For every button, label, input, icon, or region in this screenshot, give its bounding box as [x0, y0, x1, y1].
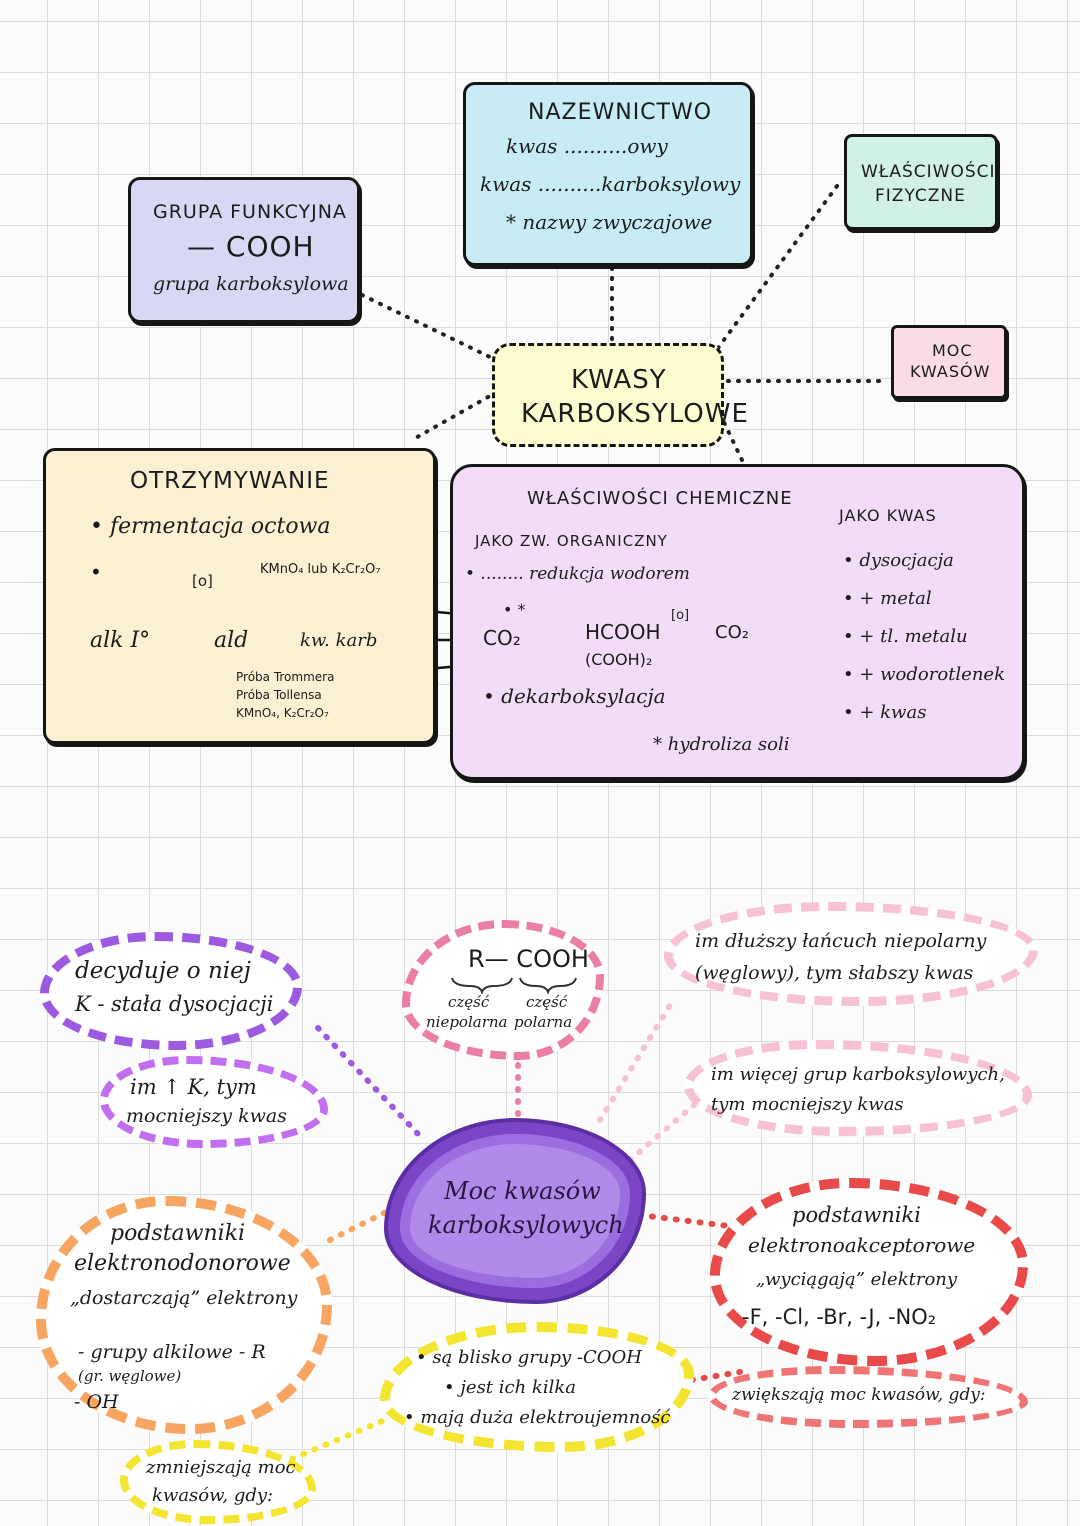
center-line2: KARBOKSYLOWE [521, 399, 749, 429]
donorowe-line2: elektronodonorowe [74, 1251, 291, 1276]
chemiczne-acid-header: JAKO KWAS [839, 506, 937, 525]
wlasciwosci-fizyczne-box: WŁAŚCIWOŚCI FIZYCZNE [844, 134, 998, 230]
otrzymywanie-reagents: KMnO₄ lub K₂Cr₂O₇ [260, 562, 381, 577]
moc-line2: KWASÓW [910, 362, 991, 381]
center-line1: KWASY [571, 365, 667, 395]
im-k-line2: mocniejszy kwas [126, 1105, 287, 1127]
akceptorowe-line1: podstawniki [792, 1203, 921, 1227]
warunki-line1: • są blisko grupy -COOH [416, 1347, 642, 1368]
chemiczne-oxid: [o] [671, 608, 690, 623]
zmniejszaja-cloud: zmniejszają moc kwasów, gdy: [120, 1440, 316, 1524]
decyduje-line2: K - stała dysocjacji [75, 992, 274, 1016]
moc-line1: MOC [932, 341, 973, 360]
acid-property-item: • + kwas [843, 702, 927, 723]
otrzymywanie-bullet2: • [90, 560, 102, 584]
rcooh-braces [451, 977, 577, 994]
nazewnictwo-line1: kwas ..........owy [506, 134, 668, 158]
zmniejszaja-line1: zmniejszają moc [146, 1457, 296, 1478]
akceptorowe-cloud: podstawniki elektronoakceptorowe „wyciąg… [710, 1178, 1028, 1366]
lancuch-cloud: im dłuższy łańcuch niepolarny (węglowy),… [664, 902, 1038, 1006]
wiecej-line2: tym mocniejszy kwas [711, 1094, 904, 1115]
moc-kwasow-box: MOC KWASÓW [891, 325, 1007, 399]
warunki-line3: • mają duża elektroujemność [404, 1407, 671, 1428]
chemiczne-star: • * [503, 600, 526, 619]
center-bottom-line1: Moc kwasów [444, 1177, 601, 1205]
donorowe-line4: - grupy alkilowe - R [78, 1341, 266, 1363]
wlasciwosci-chemiczne-box: WŁAŚCIWOŚCI CHEMICZNE JAKO ZW. ORGANICZN… [450, 464, 1025, 780]
warunki-cloud: • są blisko grupy -COOH • jest ich kilka… [380, 1322, 694, 1452]
rcooh-formula: R— COOH [468, 945, 589, 973]
rcooh-cloud: R— COOH część niepolarna część polarna [402, 920, 604, 1060]
acid-property-item: • + wodorotlenek [843, 664, 1005, 685]
acid-property-item: • + metal [843, 588, 932, 609]
donorowe-line3: „dostarczają” elektrony [70, 1287, 298, 1309]
decyduje-cloud: decyduje o niej K - stała dysocjacji [40, 932, 302, 1050]
acid-property-item: • dysocjacja [843, 550, 954, 571]
grupa-title: GRUPA FUNKCYJNA [153, 201, 347, 223]
otrzymywanie-test1: Próba Trommera [236, 670, 335, 684]
center-bottom-line2: karboksylowych [428, 1211, 624, 1239]
otrzymywanie-item1: • fermentacja octowa [90, 514, 331, 539]
donorowe-line6: - OH [74, 1391, 119, 1413]
wiecej-cloud: im więcej grup karboksylowych, tym mocni… [684, 1040, 1032, 1136]
nazewnictwo-box: NAZEWNICTWO kwas ..........owy kwas ....… [463, 82, 753, 266]
nazewnictwo-title: NAZEWNICTWO [528, 100, 713, 125]
chemiczne-cooh2: (COOH)₂ [585, 650, 653, 669]
grupa-sub: grupa karboksylowa [153, 273, 349, 295]
lancuch-line2: (węglowy), tym słabszy kwas [695, 962, 974, 984]
warunki-line2: • jest ich kilka [444, 1377, 576, 1398]
otrzymywanie-kw: kw. karb [300, 630, 378, 651]
nazewnictwo-line3: * nazwy zwyczajowe [506, 210, 713, 234]
chemiczne-organic-header: JAKO ZW. ORGANICZNY [475, 532, 668, 550]
chemiczne-hydroliza: * hydroliza soli [653, 734, 790, 755]
otrzymywanie-box: OTRZYMYWANIE • fermentacja octowa • [o] … [43, 448, 436, 744]
im-k-line1: im ↑ K, tym [130, 1075, 257, 1099]
rcooh-right1: część [526, 993, 568, 1011]
grupa-funkcyjna-box: GRUPA FUNKCYJNA — COOH grupa karboksylow… [128, 177, 360, 323]
chemiczne-reduction: • ........ redukcja wodorem [465, 564, 690, 584]
donorowe-line1: podstawniki [110, 1221, 246, 1246]
otrzymywanie-alk: alk I° [90, 628, 151, 653]
rcooh-left1: część [448, 993, 490, 1011]
wiecej-line1: im więcej grup karboksylowych, [711, 1064, 1005, 1085]
akceptorowe-line4: -F, -Cl, -Br, -J, -NO₂ [742, 1305, 937, 1329]
chemiczne-co2b: CO₂ [715, 622, 749, 643]
lancuch-line1: im dłuższy łańcuch niepolarny [695, 930, 987, 952]
zwiekszaja-line1: zwiększają moc kwasów, gdy: [732, 1385, 986, 1405]
otrzymywanie-oxid: [o] [192, 572, 213, 590]
rcooh-left2: niepolarna [426, 1013, 508, 1031]
otrzymywanie-ald: ald [214, 628, 249, 653]
chemiczne-co2: CO₂ [483, 626, 521, 650]
fizyczne-line1: WŁAŚCIWOŚCI [861, 162, 996, 182]
donorowe-cloud: podstawniki elektronodonorowe „dostarcza… [36, 1196, 332, 1434]
decyduje-line1: decyduje o niej [75, 958, 251, 984]
grupa-formula: — COOH [187, 230, 315, 263]
otrzymywanie-test3: KMnO₄, K₂Cr₂O₇ [236, 706, 329, 720]
im-k-cloud: im ↑ K, tym mocniejszy kwas [100, 1056, 328, 1148]
chemiczne-dekarboksylacja: • dekarboksylacja [483, 684, 666, 708]
rcooh-right2: polarna [514, 1013, 573, 1031]
acid-property-item: • + tl. metalu [843, 626, 968, 647]
akceptorowe-line2: elektronoakceptorowe [748, 1233, 976, 1257]
chemiczne-title: WŁAŚCIWOŚCI CHEMICZNE [527, 488, 793, 509]
kwasy-karboksylowe-center: KWASY KARBOKSYLOWE [492, 343, 748, 447]
chemiczne-hcooh: HCOOH [585, 620, 661, 644]
akceptorowe-line3: „wyciągają” elektrony [756, 1269, 958, 1290]
donorowe-line5: (gr. węglowe) [78, 1367, 182, 1385]
nazewnictwo-line2: kwas ..........karboksylowy [480, 172, 741, 196]
fizyczne-line2: FIZYCZNE [875, 186, 966, 206]
otrzymywanie-test2: Próba Tollensa [236, 688, 322, 702]
otrzymywanie-title: OTRZYMYWANIE [130, 468, 330, 494]
zmniejszaja-line2: kwasów, gdy: [152, 1485, 274, 1506]
